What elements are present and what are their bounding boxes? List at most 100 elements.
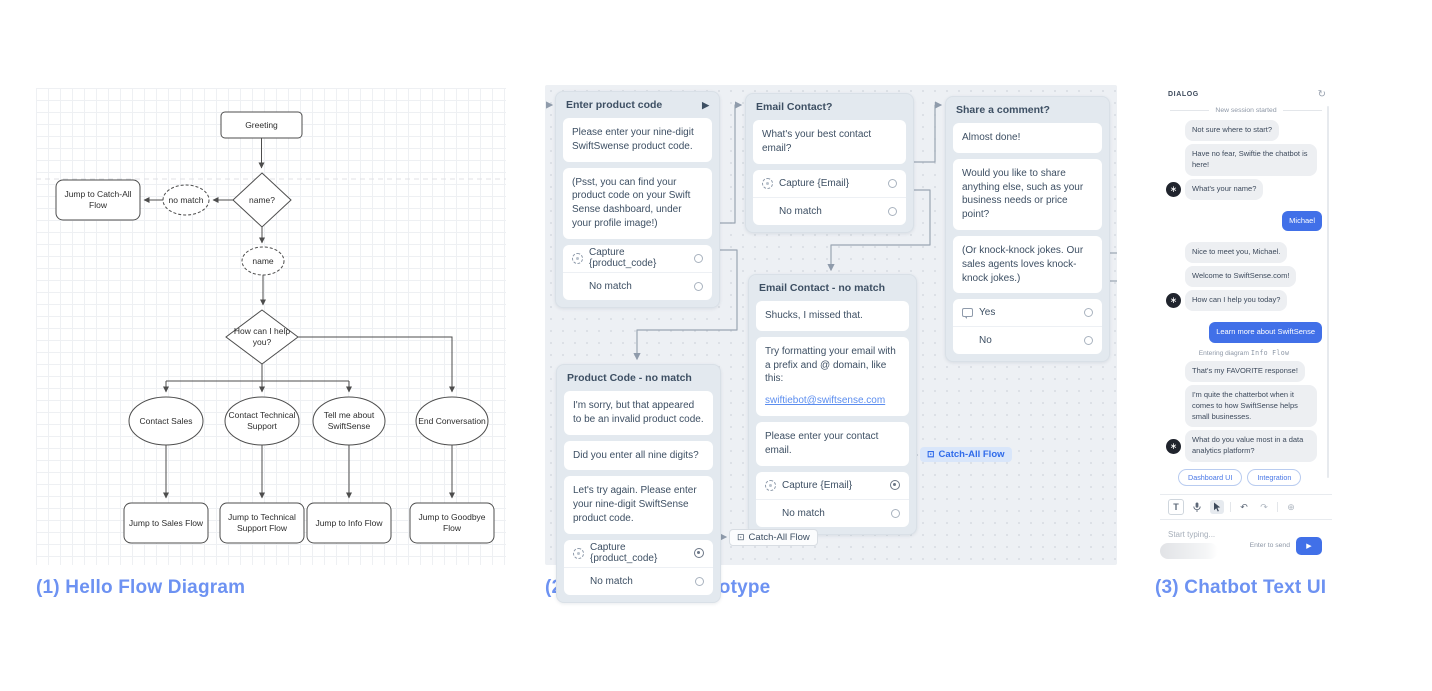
bot-avatar: ∗: [1166, 181, 1181, 197]
card-share-comment[interactable]: Share a comment? Almost done! Would you …: [945, 96, 1110, 363]
capture-row[interactable]: Capture {product_code}: [563, 245, 712, 272]
chat-input[interactable]: Start typing...: [1168, 530, 1216, 540]
connector-port-target[interactable]: [890, 480, 900, 491]
card-enter-product-code[interactable]: Enter product code ▶ Please enter your n…: [555, 91, 720, 308]
bot-message-with-link[interactable]: Try formatting your email with a prefix …: [756, 336, 909, 416]
no-match-row[interactable]: No match: [563, 271, 712, 300]
user-bubble: Learn more about SwiftSense: [1209, 322, 1322, 343]
connector-port[interactable]: [1084, 308, 1093, 318]
connector-port[interactable]: [694, 281, 703, 291]
connector-port[interactable]: [891, 508, 900, 518]
card-header[interactable]: Share a comment?: [946, 97, 1109, 120]
action-label: No match: [782, 507, 825, 519]
bot-message[interactable]: Shucks, I missed that.: [756, 301, 909, 331]
quick-reply-dashboard-ui[interactable]: Dashboard UI: [1178, 469, 1243, 487]
node-tell-me-about: [312, 396, 386, 446]
node-jump-catch-all: [55, 179, 141, 221]
bot-message[interactable]: I'm sorry, but that appeared to be an in…: [564, 391, 713, 435]
connector-port[interactable]: [695, 576, 704, 586]
node-contact-tech: [224, 396, 300, 446]
redo-icon[interactable]: ↷: [1260, 501, 1268, 512]
capture-icon: [762, 177, 779, 189]
flow-window-icon: ⊡: [737, 532, 745, 542]
chat-bottom-bar: Enter to send ▶: [1160, 529, 1332, 559]
bot-message-row: Nice to meet you, Michael.: [1166, 242, 1322, 264]
text-format-button[interactable]: T: [1168, 499, 1184, 516]
no-row[interactable]: No: [953, 326, 1102, 354]
node-jump-goodbye: [409, 502, 495, 544]
play-icon[interactable]: ▶: [702, 99, 709, 110]
connector-port[interactable]: [694, 253, 703, 263]
capture-row[interactable]: Capture {product_code}: [564, 540, 713, 567]
bot-message[interactable]: (Psst, you can find your product code on…: [563, 167, 712, 239]
bot-message-row: Welcome to SwiftSense.com!: [1166, 266, 1322, 288]
quick-reply-row: Dashboard UI Integration: [1166, 465, 1322, 492]
session-divider: New session started: [1170, 107, 1322, 114]
bot-bubble: Nice to meet you, Michael.: [1185, 242, 1288, 264]
card-header[interactable]: Enter product code ▶: [556, 92, 719, 115]
catch-all-flow-badge[interactable]: ⊡ Catch-All Flow: [729, 529, 818, 546]
capture-icon: [572, 252, 589, 264]
bot-avatar: ∗: [1166, 293, 1181, 309]
action-box: Yes No: [953, 299, 1102, 355]
node-end-conversation: [415, 396, 489, 446]
no-match-row[interactable]: No match: [753, 196, 906, 225]
card-email-no-match[interactable]: Email Contact - no match Shucks, I misse…: [748, 274, 917, 535]
system-message: Entering diagram Info Flow: [1166, 349, 1322, 357]
system-message-prefix: Entering diagram: [1198, 349, 1249, 357]
watermark-blob: [1160, 543, 1218, 559]
bot-message[interactable]: Did you enter all nine digits?: [564, 440, 713, 471]
connector-port[interactable]: [888, 206, 897, 216]
bot-message[interactable]: Please enter your nine-digit SwiftSwense…: [563, 118, 712, 162]
card-product-code-no-match[interactable]: Product Code - no match I'm sorry, but t…: [556, 364, 721, 603]
bot-message[interactable]: Please enter your contact email.: [756, 421, 909, 466]
chat-header: DIALOG ↻: [1160, 85, 1332, 102]
bot-message[interactable]: (Or knock-knock jokes. Our sales agents …: [953, 235, 1102, 294]
undo-icon[interactable]: ↶: [1240, 501, 1248, 512]
scrollbar[interactable]: [1327, 106, 1329, 478]
bot-avatar: ∗: [1166, 438, 1181, 454]
node-jump-sales: [123, 502, 209, 544]
flowchart-shapes: [36, 111, 506, 544]
capture-row[interactable]: Capture {Email}: [753, 170, 906, 197]
quick-reply-integration[interactable]: Integration: [1247, 469, 1302, 487]
refresh-icon[interactable]: ↻: [1317, 89, 1326, 100]
caption-hello-flow: (1) Hello Flow Diagram: [36, 577, 246, 598]
card-header[interactable]: Email Contact?: [746, 94, 913, 117]
node-no-match: [162, 184, 210, 216]
bot-message[interactable]: Almost done!: [953, 123, 1102, 153]
no-match-row[interactable]: No match: [756, 498, 909, 527]
card-title: Share a comment?: [956, 104, 1050, 116]
bot-message-row: ∗ What's your name?: [1166, 178, 1322, 200]
bot-message-row: Have no fear, Swiftie the chatbot is her…: [1166, 143, 1322, 176]
card-header[interactable]: Email Contact - no match: [749, 275, 916, 298]
bot-message[interactable]: What's your best contact email?: [753, 120, 906, 164]
chat-message-list[interactable]: Not sure where to start? Have no fear, S…: [1160, 106, 1332, 492]
send-button[interactable]: ▶: [1296, 537, 1322, 555]
catch-all-flow-badge-active[interactable]: ⊡ Catch-All Flow: [920, 447, 1012, 462]
bot-message[interactable]: Would you like to share anything else, s…: [953, 158, 1102, 230]
bot-message-row: ∗ What do you value most in a data analy…: [1166, 430, 1322, 463]
node-greeting: [220, 111, 303, 139]
capture-row[interactable]: Capture {Email}: [756, 472, 909, 499]
action-label: Yes: [979, 307, 996, 319]
card-title: Email Contact?: [756, 101, 833, 113]
no-match-row[interactable]: No match: [564, 566, 713, 595]
yes-row[interactable]: Yes: [953, 299, 1102, 326]
connector-port[interactable]: [1084, 336, 1093, 346]
system-message-flow-name: Info Flow: [1250, 348, 1290, 357]
microphone-icon[interactable]: [1190, 500, 1204, 514]
action-box: Capture {product_code} No match: [564, 539, 713, 595]
card-email-contact[interactable]: Email Contact? What's your best contact …: [745, 93, 914, 233]
pointer-icon[interactable]: [1210, 500, 1224, 515]
add-icon[interactable]: ⊕: [1287, 501, 1295, 512]
bot-message[interactable]: Let's try again. Please enter your nine-…: [564, 476, 713, 534]
bot-message-row: ∗ How can I help you today?: [1166, 290, 1322, 311]
bot-bubble: I'm quite the chatterbot when it comes t…: [1185, 384, 1317, 428]
card-header[interactable]: Product Code - no match: [557, 365, 720, 388]
bot-message-row: I'm quite the chatterbot when it comes t…: [1166, 384, 1322, 428]
email-link[interactable]: swiftiebot@swiftsense.com: [765, 395, 886, 407]
connector-port[interactable]: [888, 178, 897, 188]
action-box: Capture {product_code} No match: [563, 244, 712, 300]
connector-port-target[interactable]: [694, 548, 704, 559]
